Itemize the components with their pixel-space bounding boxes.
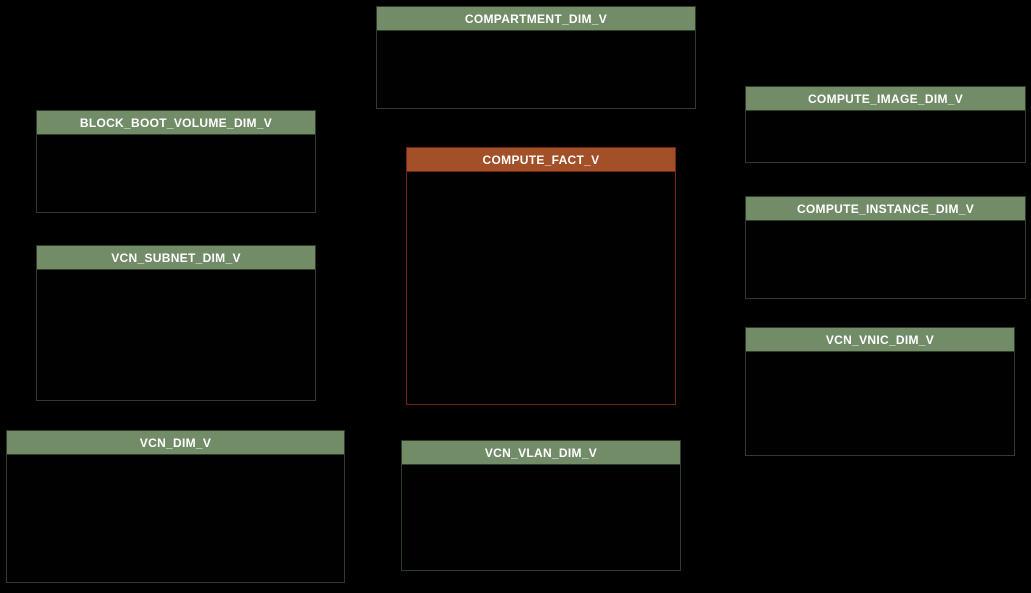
table-header[interactable]: BLOCK_BOOT_VOLUME_DIM_V (37, 111, 315, 135)
table-node-block-boot-volume-dim-v[interactable]: BLOCK_BOOT_VOLUME_DIM_V (36, 110, 316, 213)
table-body (407, 172, 675, 404)
table-body (37, 135, 315, 212)
table-header[interactable]: COMPARTMENT_DIM_V (377, 7, 695, 31)
table-body (377, 31, 695, 108)
table-node-vcn-vnic-dim-v[interactable]: VCN_VNIC_DIM_V (745, 327, 1015, 456)
table-header[interactable]: COMPUTE_IMAGE_DIM_V (746, 87, 1025, 111)
table-node-vcn-vlan-dim-v[interactable]: VCN_VLAN_DIM_V (401, 440, 681, 571)
table-body (37, 270, 315, 400)
table-header[interactable]: VCN_VLAN_DIM_V (402, 441, 680, 465)
table-node-compute-image-dim-v[interactable]: COMPUTE_IMAGE_DIM_V (745, 86, 1026, 163)
table-node-vcn-subnet-dim-v[interactable]: VCN_SUBNET_DIM_V (36, 245, 316, 401)
table-header[interactable]: COMPUTE_INSTANCE_DIM_V (746, 197, 1025, 221)
table-body (746, 111, 1025, 162)
table-body (7, 455, 344, 582)
table-header[interactable]: VCN_SUBNET_DIM_V (37, 246, 315, 270)
table-header[interactable]: COMPUTE_FACT_V (407, 148, 675, 172)
table-header[interactable]: VCN_DIM_V (7, 431, 344, 455)
table-node-compute-fact-v[interactable]: COMPUTE_FACT_V (406, 147, 676, 405)
table-node-compartment-dim-v[interactable]: COMPARTMENT_DIM_V (376, 6, 696, 109)
table-node-vcn-dim-v[interactable]: VCN_DIM_V (6, 430, 345, 583)
table-header[interactable]: VCN_VNIC_DIM_V (746, 328, 1014, 352)
table-body (746, 221, 1025, 298)
table-node-compute-instance-dim-v[interactable]: COMPUTE_INSTANCE_DIM_V (745, 196, 1026, 299)
table-body (746, 352, 1014, 455)
table-body (402, 465, 680, 570)
